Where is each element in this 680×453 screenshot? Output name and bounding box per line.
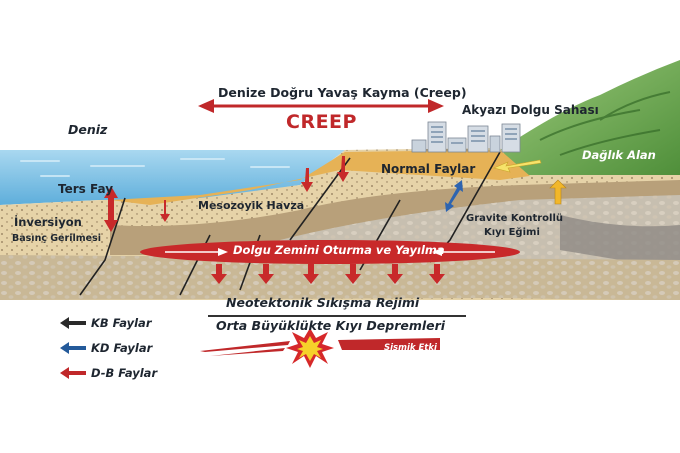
arrow-left-icon — [60, 317, 86, 329]
fill-settlement-label: Dolgu Zemini Oturma ve Yayılma — [233, 243, 445, 257]
blue-fault-arrow — [445, 180, 463, 212]
inward-arrows — [165, 248, 495, 256]
site-label: Akyazı Dolgu Sahası — [462, 103, 599, 117]
legend-item-kb: KB Faylar — [60, 312, 157, 334]
yellow-arrows — [493, 159, 567, 205]
mountain — [500, 60, 680, 175]
inversion-sub-label: Basınç Gerilmesi — [12, 233, 101, 244]
seismic-effect-label: Sismik Etki — [384, 343, 437, 353]
legend-item-kd: KD Faylar — [60, 337, 157, 359]
inversion-label: İnversiyon — [14, 215, 82, 229]
gravity-slope-label-1: Gravite Kontrollü — [466, 213, 563, 224]
legend-label: KB Faylar — [91, 316, 152, 330]
gravity-slope-label-2: Kıyı Eğimi — [484, 227, 540, 238]
fill-layer — [110, 150, 530, 205]
subsidence-arrows — [160, 156, 349, 222]
mountain-label: Dağlık Alan — [582, 148, 656, 162]
settlement-down-arrows — [211, 264, 445, 284]
earthquakes-label: Orta Büyüklükte Kıyı Depremleri — [216, 318, 446, 333]
creep-title: Denize Doğru Yavaş Kayma (Creep) — [218, 85, 467, 100]
arrow-left-icon — [60, 367, 86, 379]
legend-item-db: D-B Faylar — [60, 362, 157, 384]
creep-double-arrow — [198, 99, 444, 113]
arrow-left-icon — [60, 342, 86, 354]
creep-label: CREEP — [286, 111, 357, 133]
mesozoic-basin-label: Mesozoyik Havza — [198, 199, 305, 212]
legend-label: D-B Faylar — [91, 366, 158, 380]
divider — [208, 315, 466, 317]
legend-label: KD Faylar — [91, 341, 153, 355]
sea — [0, 150, 345, 205]
seismic-burst — [200, 328, 440, 368]
compression-regime-label: Neotektonik Sıkışma Rejimi — [226, 295, 420, 310]
reverse-fault-label: Ters Fay — [58, 182, 114, 196]
legend: KB Faylar KD Faylar D-B Faylar — [60, 312, 157, 387]
sea-label: Deniz — [68, 122, 108, 137]
buildings — [411, 121, 521, 153]
settlement-band — [140, 240, 520, 264]
reverse-fault-arrow — [104, 186, 118, 232]
normal-faults-label: Normal Faylar — [381, 162, 476, 176]
